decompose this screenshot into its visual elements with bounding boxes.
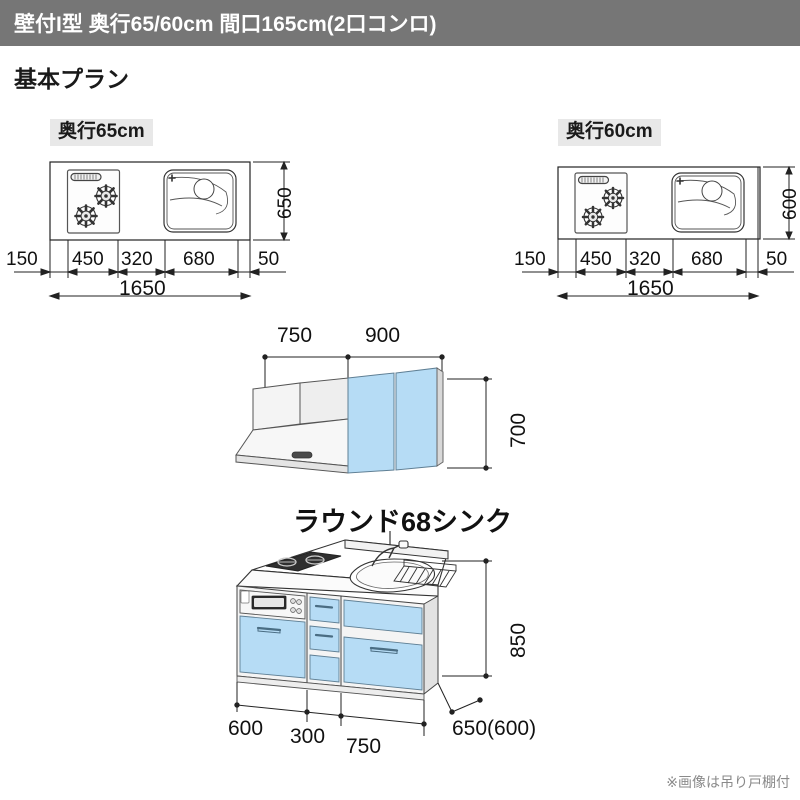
- page-title: 壁付I型 奥行65/60cm 間口165cm(2口コンロ): [14, 13, 437, 36]
- burner-icon: [94, 184, 118, 208]
- plan-left-depth-tag: 奥行65cm: [50, 119, 153, 146]
- sink-type-label: ラウンド68シンク: [293, 507, 513, 537]
- base-unit-depth-label: 650(600): [452, 717, 537, 740]
- plan-right-seg-680: 680: [691, 249, 723, 270]
- plan-right-seg-320: 320: [629, 249, 661, 270]
- plan-right-seg-450: 450: [580, 249, 612, 270]
- round-sink-icon: [163, 169, 237, 233]
- plan-left-seg-320: 320: [121, 249, 153, 270]
- base-unit-seg-600: 600: [228, 717, 264, 740]
- plan-left-seg-150: 150: [6, 249, 38, 270]
- range-hood-icon: [235, 377, 349, 474]
- burner-icon: [601, 186, 625, 210]
- plan-right-seg-150: 150: [514, 249, 546, 270]
- plan-left-depth-dimension: [253, 160, 290, 242]
- plan-right-total-label: 1650: [627, 277, 674, 300]
- wall-unit-height-dimension: [447, 376, 492, 471]
- oven-cabinet: [236, 584, 308, 684]
- wall-cabinet-doors: [347, 367, 444, 474]
- plan-right-depth-dimension: [763, 165, 795, 241]
- base-unit-seg-300: 300: [290, 725, 326, 748]
- base-unit-seg-750: 750: [346, 735, 382, 758]
- plan-left-dimension-chain: [14, 162, 286, 300]
- drawer-cabinet: [306, 592, 342, 687]
- plan-left-seg-50: 50: [258, 249, 280, 270]
- base-unit-bottom-dimension: [234, 682, 483, 736]
- plan-left-total-label: 1650: [119, 277, 166, 300]
- footnote: ※画像は吊り戸棚付: [666, 774, 790, 790]
- subtitle: 基本プラン: [14, 66, 129, 92]
- plan-right-dimension-chain: [522, 167, 794, 300]
- sink-3d-icon: [349, 558, 457, 593]
- plan-left-seg-450: 450: [72, 249, 104, 270]
- faucet-icon: [371, 540, 409, 567]
- round-sink-icon: [671, 172, 745, 233]
- base-unit-height-dimension: [442, 558, 492, 679]
- wall-unit-seg-750: 750: [277, 324, 313, 347]
- base-unit-height-label: 850: [507, 622, 530, 658]
- header-bar: 壁付I型 奥行65/60cm 間口165cm(2口コンロ): [0, 0, 800, 46]
- burner-icon: [581, 205, 605, 229]
- plan-left-seg-680: 680: [183, 249, 215, 270]
- sink-cabinet: [236, 595, 439, 701]
- wall-unit-seg-900: 900: [365, 324, 401, 347]
- burner-icon: [74, 204, 98, 228]
- plan-right-depth-tag: 奥行60cm: [558, 119, 661, 146]
- cooktop-3d-icon: [265, 551, 342, 572]
- plan-right-seg-50: 50: [766, 249, 788, 270]
